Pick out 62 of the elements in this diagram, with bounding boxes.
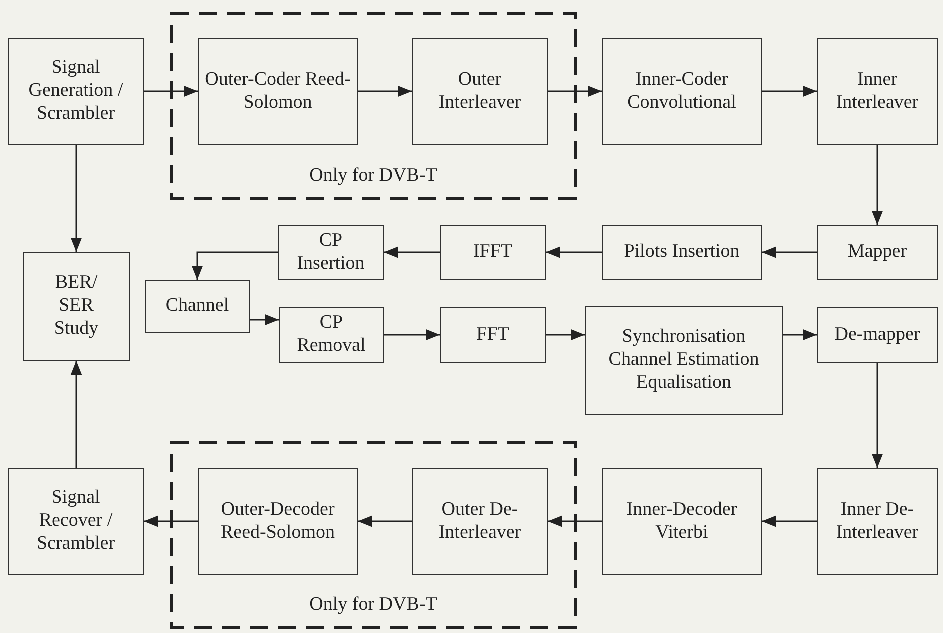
arrow [783, 329, 817, 341]
box-label: De-mapper [834, 324, 922, 346]
box-label: BER/ SER Study [53, 272, 100, 341]
arrow [358, 516, 412, 528]
box-label: Pilots Insertion [623, 241, 741, 264]
arrow [548, 516, 602, 528]
process-box [8, 468, 144, 575]
box-label: IFFT [472, 241, 514, 264]
arrow [384, 246, 440, 258]
box-label: Outer De- Interleaver [438, 498, 522, 544]
arrow [546, 329, 585, 341]
process-box [817, 307, 938, 363]
process-box [412, 38, 548, 145]
process-box [278, 225, 384, 280]
process-box [817, 38, 938, 145]
arrow [144, 516, 198, 528]
box-label: FFT [476, 324, 510, 346]
arrow [762, 246, 817, 258]
process-box [602, 468, 762, 575]
arrow [762, 86, 817, 98]
process-box [602, 225, 762, 280]
arrow [762, 516, 817, 528]
arrow [358, 86, 412, 98]
box-label: Channel [164, 295, 230, 318]
arrow [144, 86, 198, 98]
box-label: Signal Generation / Scrambler [28, 57, 124, 126]
box-label: Outer Interleaver [438, 68, 522, 114]
process-box [440, 225, 546, 280]
box-label: Outer-Decoder Reed-Solomon [220, 498, 336, 544]
arrow [250, 314, 279, 326]
region-label: Only for DVB-T [308, 594, 438, 617]
process-box [817, 225, 938, 280]
box-label: Inner-Decoder Viterbi [626, 498, 738, 544]
process-box [23, 252, 130, 361]
box-label: Outer-Coder Reed-Solomon [204, 68, 352, 114]
process-box [602, 38, 762, 145]
arrow [384, 329, 440, 341]
box-label: CP Removal [296, 312, 367, 358]
arrow [546, 246, 602, 258]
process-box [585, 306, 783, 415]
box-label: Mapper [846, 241, 908, 264]
arrow [192, 252, 278, 280]
process-box [817, 468, 938, 575]
process-box [198, 38, 358, 145]
box-label: Synchronisation Channel Estimation Equalisation [608, 326, 760, 395]
process-box [440, 307, 546, 363]
box-label: Inner Interleaver [835, 68, 920, 114]
process-box [279, 307, 384, 363]
box-label: Signal Recover / Scrambler [36, 487, 116, 556]
box-label: Inner-Coder Convolutional [626, 68, 738, 114]
process-box [145, 280, 250, 333]
box-label: CP Insertion [296, 230, 366, 276]
arrow [548, 86, 602, 98]
arrow [70, 361, 82, 468]
arrow [872, 145, 884, 225]
box-label: Inner De- Interleaver [835, 498, 920, 544]
process-box [198, 468, 358, 575]
region-label: Only for DVB-T [308, 165, 438, 188]
arrow [70, 145, 82, 252]
process-box [8, 38, 144, 145]
arrow [872, 363, 884, 468]
process-box [412, 468, 548, 575]
